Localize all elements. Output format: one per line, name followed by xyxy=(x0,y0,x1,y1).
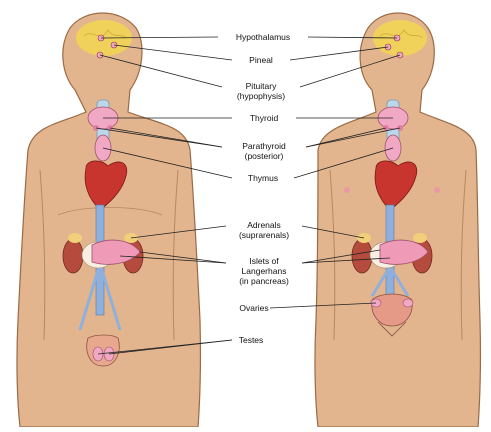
label-pineal-text: Pineal xyxy=(249,55,273,65)
label-thymus-text: Thymus xyxy=(247,173,279,183)
female-ovary-right xyxy=(402,298,414,308)
label-hypothalamus-text: Hypothalamus xyxy=(235,32,291,42)
male-pancreas xyxy=(91,239,141,265)
label-pineal: Pineal xyxy=(248,55,274,65)
label-thyroid: Thyroid xyxy=(248,113,280,123)
female-kidney-left xyxy=(351,238,373,274)
label-thyroid-text: Thyroid xyxy=(249,113,279,123)
label-parathyroid-sub: (posterior) xyxy=(244,151,284,161)
label-adrenals: Adrenals (suprarenals) xyxy=(237,220,291,240)
female-figure xyxy=(314,12,481,428)
label-islets-text: Islets of xyxy=(249,256,279,266)
label-adrenals-text: Adrenals xyxy=(247,220,281,230)
label-parathyroid: Parathyroid (posterior) xyxy=(241,141,287,161)
male-figure xyxy=(16,12,201,428)
label-hypothalamus: Hypothalamus xyxy=(234,32,292,42)
male-kidney-left xyxy=(62,238,84,274)
label-parathyroid-text: Parathyroid xyxy=(242,141,286,151)
label-ovaries: Ovaries xyxy=(238,303,270,313)
label-adrenals-sub: (suprarenals) xyxy=(238,230,290,240)
female-uterus xyxy=(371,293,413,327)
female-pancreas xyxy=(379,239,429,265)
label-islets: Islets of Langerhans (in pancreas) xyxy=(238,256,290,286)
label-islets-text-2: Langerhans xyxy=(241,266,287,276)
leader-lines xyxy=(95,36,401,355)
label-ovaries-text: Ovaries xyxy=(239,303,269,313)
label-pituitary-text: Pituitary xyxy=(245,81,277,91)
male-scrotum xyxy=(86,334,120,367)
female-body xyxy=(314,12,481,428)
label-testes-text: Testes xyxy=(238,335,264,345)
male-body xyxy=(16,12,201,428)
label-testes: Testes xyxy=(237,335,265,345)
label-pituitary: Pituitary (hypophysis) xyxy=(235,81,287,101)
male-heart xyxy=(84,160,128,211)
label-islets-sub: (in pancreas) xyxy=(239,276,289,286)
label-thymus: Thymus xyxy=(246,173,280,183)
label-pituitary-sub: (hypophysis) xyxy=(236,91,286,101)
female-heart xyxy=(374,160,418,211)
